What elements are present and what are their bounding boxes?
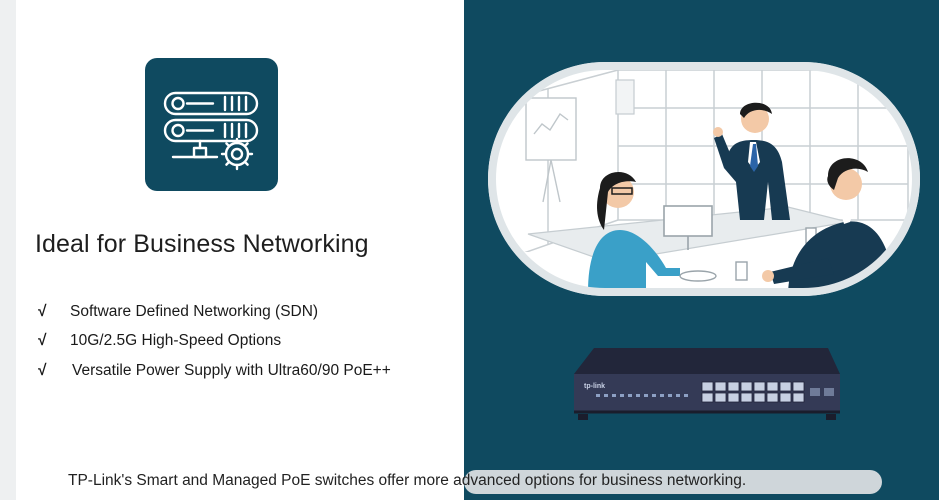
- section-heading: Ideal for Business Networking: [35, 230, 369, 258]
- server-network-gear-icon: [145, 58, 278, 191]
- checkmark-icon: √: [38, 303, 47, 320]
- caption-highlight: [464, 470, 882, 494]
- caption-text: TP-Link's Smart and Managed PoE switches…: [68, 472, 747, 489]
- feature-label: Software Defined Networking (SDN): [70, 303, 319, 320]
- device-logo: tp-link: [584, 383, 605, 390]
- feature-label: Versatile Power Supply with Ultra60/90 P…: [72, 362, 391, 379]
- feature-label: 10G/2.5G High-Speed Options: [70, 332, 282, 349]
- left-edge-strip: [0, 0, 16, 500]
- office-meeting-illustration: [488, 62, 920, 296]
- checkmark-icon: √: [38, 362, 47, 379]
- network-switch-illustration: tp-link: [572, 342, 842, 422]
- checkmark-icon: √: [38, 332, 47, 349]
